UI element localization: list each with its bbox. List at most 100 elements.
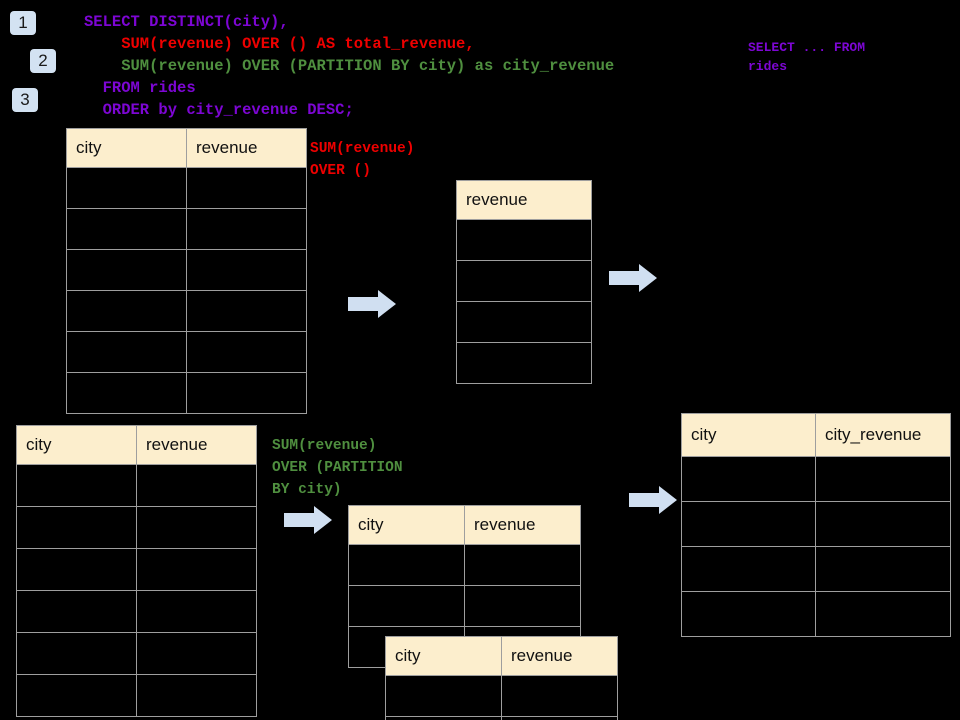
cell-city: [385, 716, 502, 720]
table-header-row: city revenue: [348, 505, 581, 545]
cell-city: [16, 590, 137, 633]
table-row: [16, 632, 257, 675]
step-badge-3: 3: [12, 88, 38, 112]
arrow-rides-to-partition: [284, 506, 332, 534]
table-row: [66, 167, 307, 209]
step-badge-2: 2: [30, 49, 56, 73]
table-header-row: city revenue: [66, 128, 307, 168]
revenue-intermediate-table: revenue: [456, 180, 592, 384]
table-row: [456, 301, 592, 343]
table-row: [16, 464, 257, 507]
partition-group-table-front: city revenue: [385, 636, 618, 720]
column-header-revenue: revenue: [456, 180, 592, 220]
table-row: [681, 591, 951, 637]
cell-revenue: [501, 716, 618, 720]
table-row: [456, 219, 592, 261]
cell-city: [385, 675, 502, 717]
table-row: [16, 674, 257, 717]
column-header-city-revenue: city_revenue: [815, 413, 951, 457]
cell-revenue: [501, 675, 618, 717]
rides-source-table-bottom: city revenue: [16, 425, 257, 717]
column-header-city: city: [681, 413, 816, 457]
column-header-city: city: [16, 425, 137, 465]
cell-revenue: [186, 208, 307, 250]
rides-source-table-top: city revenue: [66, 128, 307, 414]
arrow-revenue-to-result: [609, 264, 657, 292]
column-header-revenue: revenue: [186, 128, 307, 168]
cell-revenue: [464, 585, 581, 627]
cell-city: [66, 249, 187, 291]
table-row: [348, 585, 581, 627]
table-row: [681, 501, 951, 547]
cell-revenue: [186, 167, 307, 209]
table-header-row: city revenue: [385, 636, 618, 676]
table-row: [681, 456, 951, 502]
cell-city: [16, 464, 137, 507]
cell-revenue: [456, 219, 592, 261]
table-row: [681, 546, 951, 592]
column-header-city: city: [348, 505, 465, 545]
snippet-select-from-line-1: SELECT ... FROM: [748, 40, 866, 55]
table-row: [16, 590, 257, 633]
cell-city: [16, 548, 137, 591]
cell-revenue: [456, 342, 592, 384]
table-header-row: revenue: [456, 180, 592, 220]
cell-revenue: [186, 249, 307, 291]
cell-city: [681, 501, 816, 547]
cell-revenue: [136, 548, 257, 591]
cell-city-revenue: [815, 501, 951, 547]
table-row: [456, 260, 592, 302]
cell-revenue: [136, 590, 257, 633]
cell-revenue: [186, 290, 307, 332]
query-line-city-revenue: SUM(revenue) OVER (PARTITION BY city) as…: [84, 57, 615, 75]
table-row: [66, 331, 307, 373]
cell-city: [66, 372, 187, 414]
query-line-select: SELECT DISTINCT(city),: [84, 13, 289, 31]
cell-city: [66, 167, 187, 209]
table-row: [348, 544, 581, 586]
arrow-rides-to-revenue: [348, 290, 396, 318]
cell-city: [66, 208, 187, 250]
cell-city: [66, 331, 187, 373]
final-result-table: city city_revenue: [681, 413, 951, 637]
cell-city: [16, 632, 137, 675]
annotation-city-revenue-line-2: OVER (PARTITION: [272, 460, 403, 476]
column-header-city: city: [66, 128, 187, 168]
cell-city: [66, 290, 187, 332]
cell-city: [348, 585, 465, 627]
table-row: [16, 506, 257, 549]
table-row: [456, 342, 592, 384]
annotation-total-revenue-line-2: OVER (): [310, 163, 371, 179]
table-row: [66, 290, 307, 332]
cell-revenue: [136, 506, 257, 549]
annotation-city-revenue-line-3: BY city): [272, 482, 342, 498]
cell-city-revenue: [815, 456, 951, 502]
cell-revenue: [456, 260, 592, 302]
column-header-revenue: revenue: [501, 636, 618, 676]
cell-city: [348, 544, 465, 586]
cell-revenue: [136, 674, 257, 717]
cell-city: [681, 591, 816, 637]
annotation-city-revenue-line-1: SUM(revenue): [272, 438, 377, 454]
cell-revenue: [186, 372, 307, 414]
column-header-revenue: revenue: [464, 505, 581, 545]
cell-city: [681, 456, 816, 502]
cell-city: [16, 674, 137, 717]
cell-revenue: [456, 301, 592, 343]
query-line-order-by: ORDER by city_revenue DESC;: [84, 101, 354, 119]
cell-city: [16, 506, 137, 549]
table-row: [66, 249, 307, 291]
query-line-from: FROM rides: [84, 79, 196, 97]
query-line-total-revenue: SUM(revenue) OVER () AS total_revenue,: [84, 35, 475, 53]
cell-city-revenue: [815, 546, 951, 592]
column-header-city: city: [385, 636, 502, 676]
cell-revenue: [186, 331, 307, 373]
table-row: [66, 372, 307, 414]
table-row: [66, 208, 307, 250]
cell-revenue: [136, 464, 257, 507]
arrow-partition-to-result: [629, 486, 677, 514]
table-header-row: city revenue: [16, 425, 257, 465]
table-row: [385, 675, 618, 717]
table-row: [385, 716, 618, 720]
